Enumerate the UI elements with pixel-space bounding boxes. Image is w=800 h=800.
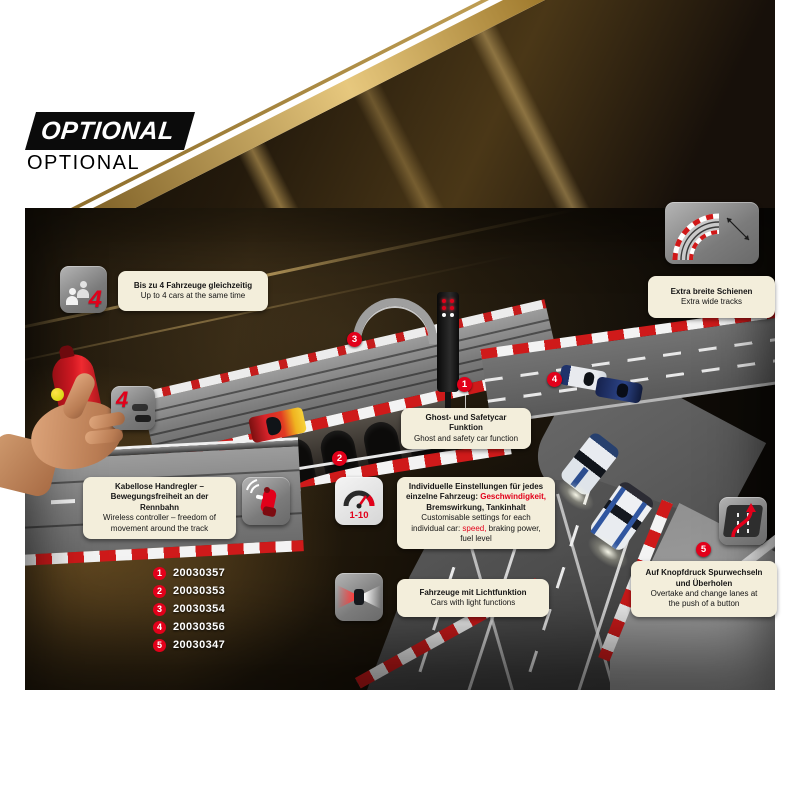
car-body-glyph bbox=[354, 589, 364, 605]
callout-text-de: Individuelle Einstellungen für jedes bbox=[408, 482, 544, 491]
callout-text-de: Kabellose Handregler – bbox=[115, 482, 204, 491]
callout-text-de: einzelne Fahrzeug: bbox=[405, 492, 481, 502]
speedometer-gauge bbox=[343, 490, 375, 509]
marker-4: 4 bbox=[547, 372, 562, 387]
windshield bbox=[615, 382, 629, 399]
headlight-beam-icon bbox=[364, 585, 381, 609]
callout-individual-settings: Individuelle Einstellungen für jedes ein… bbox=[397, 477, 555, 550]
artwork: OPTIONAL OPTIONAL bbox=[0, 0, 777, 690]
callout-text-en: Wireless controller – freedom of bbox=[103, 513, 216, 523]
mini-car-icon bbox=[132, 404, 148, 411]
callout-text-en: Ghost and safety car function bbox=[413, 433, 519, 443]
marker-2-label: 2 bbox=[336, 453, 343, 464]
callout-text-de: und Überholen bbox=[675, 578, 733, 588]
four-label: 4 bbox=[88, 286, 102, 313]
callout-light-functions: Fahrzeuge mit Lichtfunktion Cars with li… bbox=[397, 579, 549, 617]
bridge-arch bbox=[353, 298, 437, 344]
tower-pole bbox=[445, 392, 451, 408]
optional-subtitle: OPTIONAL bbox=[27, 152, 141, 174]
callout-text-en: Customisable settings for each individua… bbox=[411, 513, 531, 533]
wide-track-icon bbox=[665, 202, 759, 264]
callout-text-de: Bis zu 4 Fahrzeuge gleichzeitig bbox=[133, 280, 253, 290]
start-light-dot bbox=[449, 313, 454, 317]
callout-text-en: Extra wide tracks bbox=[681, 297, 742, 306]
callout-text-en-red: speed, bbox=[462, 523, 487, 533]
headlights-icon bbox=[335, 573, 383, 621]
mini-car-icon bbox=[135, 415, 151, 422]
callout-up-to-4-cars: Bis zu 4 Fahrzeuge gleichzeitig Up to 4 … bbox=[118, 271, 268, 311]
windshield bbox=[582, 371, 596, 387]
speed-range-label: 1-10 bbox=[349, 510, 369, 521]
product-number-badge: 2 bbox=[153, 584, 166, 598]
driver-silhouette-icon bbox=[77, 281, 89, 298]
product-code: 20030357 bbox=[173, 567, 226, 579]
callout-text-de: Ghost- und Safetycar Funktion bbox=[425, 413, 507, 433]
optional-badge: OPTIONAL bbox=[25, 112, 195, 150]
marker-1-label: 1 bbox=[461, 379, 468, 390]
callout-text-de: Bewegungsfreiheit an der Rennbahn bbox=[110, 492, 209, 512]
marker-5-label: 5 bbox=[700, 544, 707, 555]
marker-4-label: 4 bbox=[551, 374, 558, 385]
product-list-item: 3 20030354 bbox=[153, 600, 225, 618]
callout-text-de-red: Bremswirkung, Tankinhalt bbox=[426, 502, 526, 512]
product-code: 20030353 bbox=[173, 585, 226, 597]
callout-text-en: Overtake and change lanes at bbox=[650, 589, 758, 598]
marker-1: 1 bbox=[457, 377, 472, 392]
callout-lane-change: Auf Knopfdruck Spurwechseln und Überhole… bbox=[631, 561, 777, 617]
start-light-dot bbox=[442, 299, 446, 303]
marker-3: 3 bbox=[347, 332, 362, 347]
product-list-item: 5 20030347 bbox=[153, 636, 225, 654]
callout-text-en: Up to 4 cars at the same time bbox=[140, 291, 246, 300]
product-list-item: 2 20030353 bbox=[153, 582, 225, 600]
callout-text-en: movement around the track bbox=[110, 523, 209, 533]
callout-text-de: einzelne Fahrzeug: Geschwindigkeit, bbox=[406, 492, 546, 502]
taillight-beam-icon bbox=[337, 585, 354, 609]
product-list-item: 4 20030356 bbox=[153, 618, 225, 636]
product-number-badge: 4 bbox=[153, 620, 166, 634]
callout-text-en: Cars with light functions bbox=[430, 598, 516, 607]
callout-text-en: Customisable settings for each individua… bbox=[404, 513, 548, 544]
callout-text-de: Extra breite Schienen bbox=[670, 286, 753, 296]
lane-change-icon bbox=[719, 497, 767, 545]
product-list-item: 1 20030357 bbox=[153, 564, 225, 582]
start-light-dot bbox=[442, 313, 446, 317]
four-cars-icon: 4 bbox=[60, 266, 107, 313]
callout-wide-tracks: Extra breite Schienen Extra wide tracks bbox=[648, 276, 775, 318]
driver-silhouette-icon bbox=[66, 288, 78, 305]
lane-change-arrow bbox=[731, 503, 756, 538]
callout-text-de-red: Geschwindigkeit, bbox=[480, 492, 547, 502]
start-light-dot bbox=[442, 306, 446, 310]
product-number-badge: 5 bbox=[153, 638, 166, 652]
marker-3-label: 3 bbox=[351, 334, 358, 345]
start-light-dot bbox=[449, 306, 454, 310]
wireless-controller-glyph bbox=[246, 479, 277, 517]
callout-ghost-safetycar: Ghost- und Safetycar Funktion Ghost and … bbox=[401, 408, 531, 450]
wide-track-curve-graphic bbox=[672, 213, 750, 261]
product-code: 20030347 bbox=[173, 639, 226, 651]
callout-wireless-controller: Kabellose Handregler – Bewegungsfreiheit… bbox=[83, 477, 236, 539]
product-code: 20030354 bbox=[173, 603, 226, 615]
lane-glyph-line bbox=[737, 509, 739, 533]
product-number-badge: 1 bbox=[153, 566, 166, 580]
four-label: 4 bbox=[116, 387, 129, 412]
controller-button bbox=[51, 388, 64, 401]
product-code: 20030356 bbox=[173, 621, 226, 633]
callout-text-de: Auf Knopfdruck Spurwechseln bbox=[645, 568, 763, 578]
wireless-controller-icon bbox=[242, 477, 290, 525]
optional-badge-label: OPTIONAL bbox=[39, 116, 176, 145]
marker-5: 5 bbox=[696, 542, 711, 557]
connector-line bbox=[465, 392, 466, 408]
windshield bbox=[264, 415, 283, 437]
start-light-dot bbox=[449, 299, 454, 303]
curb-foreground bbox=[25, 540, 304, 567]
callout-text-en: the push of a button bbox=[668, 599, 740, 609]
callout-text-de: Fahrzeuge mit Lichtfunktion bbox=[419, 587, 527, 597]
callout-text-en: braking power, fuel level bbox=[460, 523, 541, 543]
marker-2: 2 bbox=[332, 451, 347, 466]
product-number-badge: 3 bbox=[153, 602, 166, 616]
speedometer-icon: 1-10 bbox=[335, 477, 383, 525]
start-light-tower bbox=[437, 292, 459, 408]
